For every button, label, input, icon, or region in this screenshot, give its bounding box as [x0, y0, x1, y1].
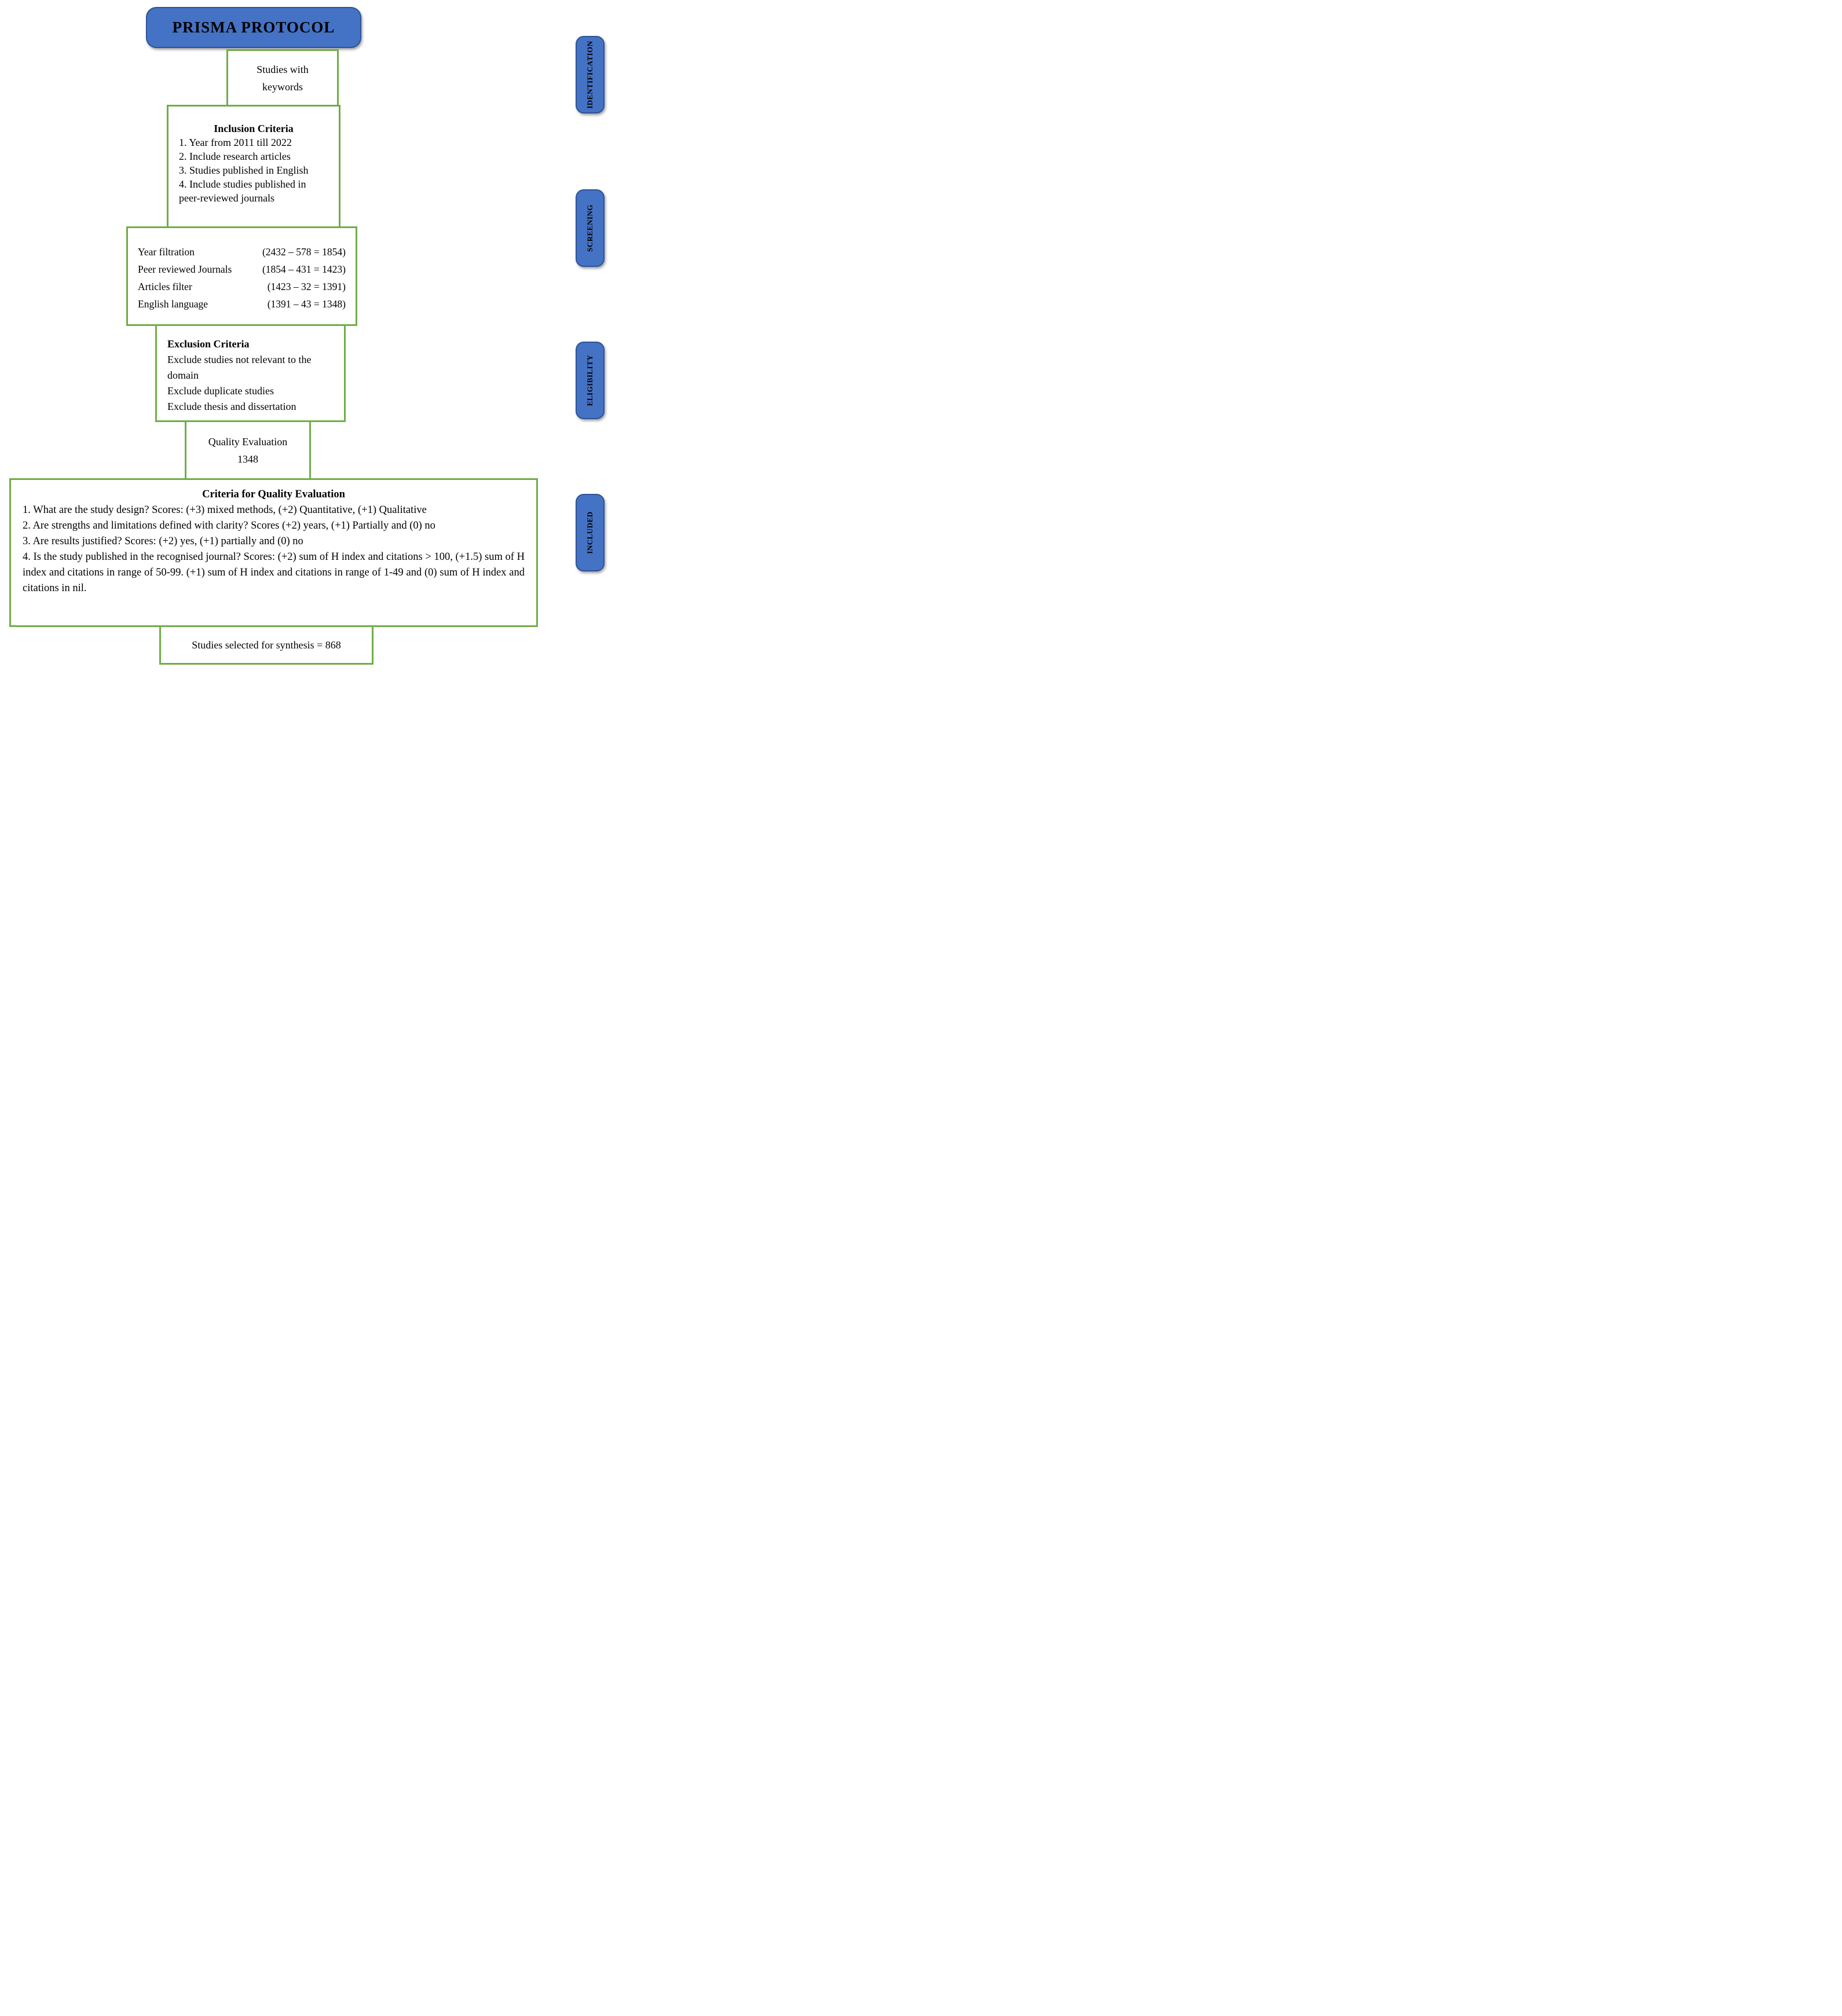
flow-box-exclusion-criteria: Exclusion Criteria Exclude studies not r… — [155, 324, 346, 422]
stage-label-text: IDENTIFICATION — [585, 41, 594, 109]
exclusion-criteria-item: Exclude duplicate studies — [167, 385, 274, 397]
exclusion-criteria-item: Exclude studies not relevant to the doma… — [167, 354, 312, 381]
quality-criteria-item: 4. Is the study published in the recogni… — [23, 551, 525, 594]
screening-filter-value: (1391 – 43 = 1348) — [267, 298, 346, 310]
screening-filter-value: (2432 – 578 = 1854) — [262, 246, 346, 258]
screening-row: Articles filter (1423 – 32 = 1391) — [138, 278, 346, 295]
screening-filter-label: Year filtration — [138, 246, 195, 258]
quality-criteria-title: Criteria for Quality Evaluation — [202, 489, 345, 500]
flow-box-studies-selected: Studies selected for synthesis = 868 — [159, 625, 373, 665]
quality-criteria-item: 3. Are results justified? Scores: (+2) y… — [23, 536, 303, 547]
screening-filter-label: Peer reviewed Journals — [138, 263, 232, 275]
screening-row: Year filtration (2432 – 578 = 1854) — [138, 243, 346, 261]
quality-evaluation-label: Quality Evaluation — [208, 435, 288, 448]
screening-filter-value: (1423 – 32 = 1391) — [267, 281, 346, 292]
quality-evaluation-count: 1348 — [237, 453, 258, 465]
stage-label-eligibility: ELIGIBILITY — [576, 342, 605, 419]
screening-filter-label: Articles filter — [138, 281, 192, 292]
screening-filter-label: English language — [138, 298, 208, 310]
flow-box-quality-criteria: Criteria for Quality Evaluation 1. What … — [9, 478, 538, 627]
prisma-protocol-header: PRISMA PROTOCOL — [146, 7, 361, 48]
flow-box-quality-evaluation: Quality Evaluation 1348 — [185, 420, 311, 480]
flow-box-studies-keywords: Studies with keywords — [226, 49, 339, 107]
studies-selected-text: Studies selected for synthesis = 868 — [192, 639, 341, 651]
quality-criteria-item: 2. Are strengths and limitations defined… — [23, 520, 435, 532]
stage-label-text: ELIGIBILITY — [585, 354, 594, 406]
exclusion-criteria-item: Exclude thesis and dissertation — [167, 401, 296, 412]
exclusion-criteria-title: Exclusion Criteria — [167, 338, 250, 350]
screening-row: English language (1391 – 43 = 1348) — [138, 295, 346, 313]
quality-criteria-item: 1. What are the study design? Scores: (+… — [23, 504, 427, 516]
inclusion-criteria-title: Inclusion Criteria — [214, 123, 294, 134]
stage-label-text: INCLUDED — [585, 511, 594, 554]
stage-label-identification: IDENTIFICATION — [576, 36, 605, 113]
stage-label-text: SCREENING — [585, 204, 594, 252]
stage-label-included: INCLUDED — [576, 494, 605, 571]
flow-box-inclusion-criteria: Inclusion Criteria 1. Year from 2011 til… — [167, 105, 340, 228]
prisma-protocol-title: PRISMA PROTOCOL — [172, 19, 335, 36]
prisma-flow-diagram: PRISMA PROTOCOL Studies with keywords In… — [0, 0, 614, 672]
flow-box-screening-filters: Year filtration (2432 – 578 = 1854) Peer… — [126, 226, 357, 326]
inclusion-criteria-item: 3. Studies published in English — [179, 164, 309, 176]
stage-label-screening: SCREENING — [576, 189, 605, 267]
inclusion-criteria-item: 1. Year from 2011 till 2022 — [179, 137, 292, 148]
studies-keywords-text: Studies with keywords — [257, 63, 309, 93]
screening-row: Peer reviewed Journals (1854 – 431 = 142… — [138, 261, 346, 278]
inclusion-criteria-item: 4. Include studies published in peer-rev… — [179, 178, 306, 204]
screening-filter-value: (1854 – 431 = 1423) — [262, 263, 346, 275]
inclusion-criteria-item: 2. Include research articles — [179, 151, 291, 162]
